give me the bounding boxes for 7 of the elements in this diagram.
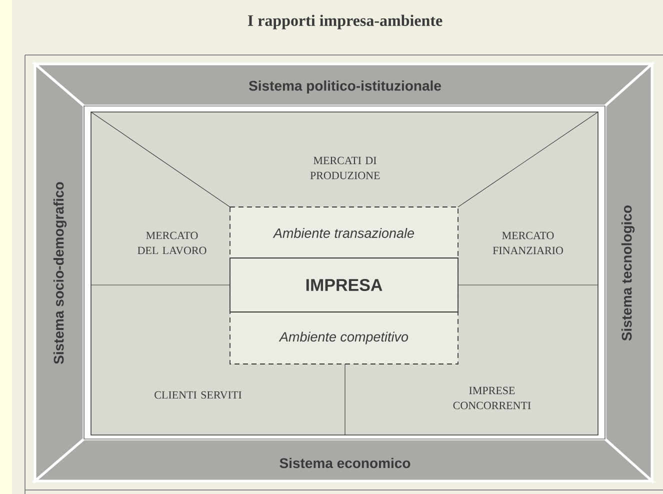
region-label: MERCATI DI PRODUZIONE [310, 156, 380, 180]
region-label: MERCATO FINANZIARIO [492, 232, 563, 254]
region-label: MERCATO DEL LAVORO [138, 232, 206, 254]
center-box: IMPRESA [230, 258, 458, 312]
title: I rapporti impresa-ambiente [248, 14, 442, 30]
region-label: CLIENTI SERVITI [154, 391, 242, 399]
region-label: IMPRESE CONCORRENTI [453, 386, 531, 410]
